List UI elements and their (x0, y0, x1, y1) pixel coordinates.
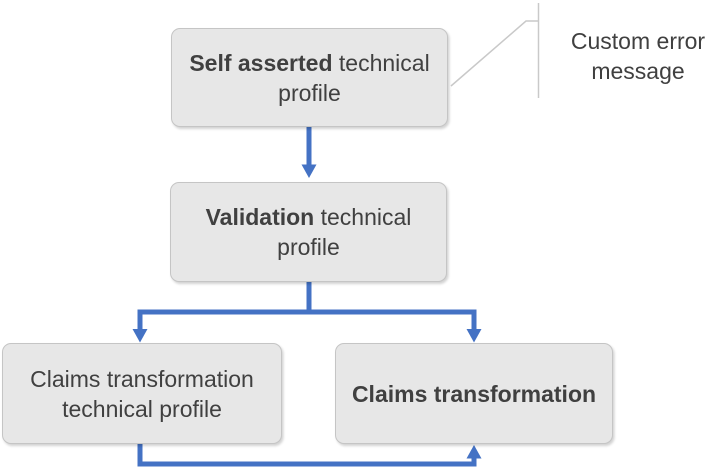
node-label-emphasis: Self asserted (189, 49, 333, 76)
node-label-rest: technical profile (278, 49, 430, 106)
arrow-self-asserted-to-validation (301, 127, 317, 178)
node-label: Validation technical profile (175, 202, 442, 262)
node-claims-transformation-technical-profile: Claims transformation technical profile (2, 343, 282, 444)
node-label: Self asserted technical profile (176, 48, 443, 108)
node-label-text: Claims transformation technical profile (30, 365, 254, 422)
node-label-rest: technical profile (277, 204, 412, 260)
node-claims-transformation: Claims transformation (335, 343, 613, 444)
arrow-claims-profile-to-claims-transformation (137, 444, 482, 467)
node-validation-technical-profile: Validation technical profile (170, 182, 447, 282)
node-self-asserted-technical-profile: Self asserted technical profile (171, 28, 448, 127)
callout-custom-error-message: Custom error message (570, 28, 706, 84)
callout-leader-line (450, 20, 538, 87)
arrow-validation-to-claims-boxes (132, 282, 482, 343)
node-label-emphasis: Claims transformation (351, 380, 597, 407)
node-label-emphasis: Validation (205, 204, 315, 230)
node-label: Claims transformation (352, 379, 596, 409)
node-label: Claims transformation technical profile (7, 364, 277, 424)
